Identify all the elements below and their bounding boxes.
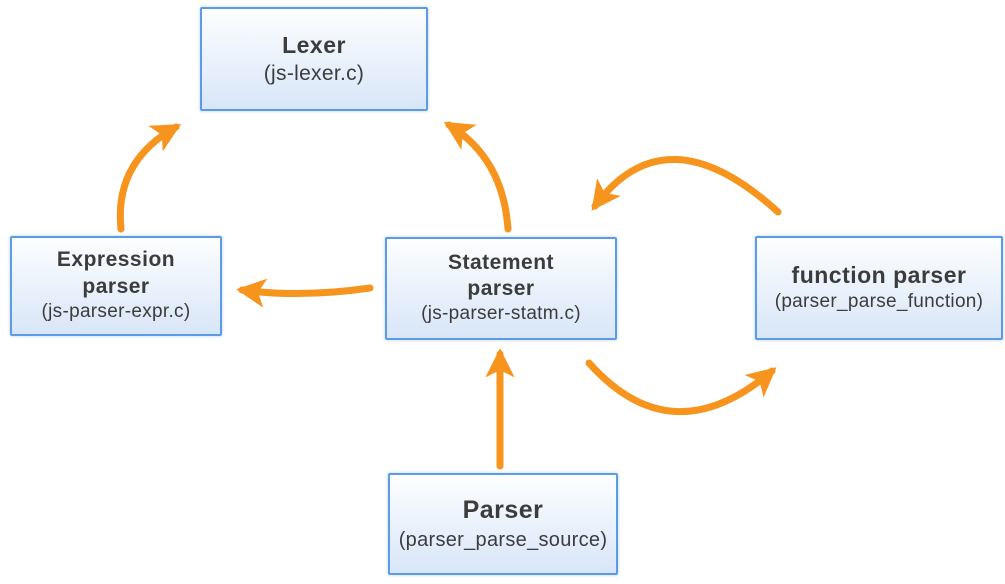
node-lexer-subtitle: (js-lexer.c) <box>263 61 365 85</box>
node-parser-title: Parser <box>462 496 544 525</box>
node-function-parser-title: function parser <box>791 262 967 289</box>
edge-statement-parser-to-lexer-arrow <box>443 121 512 233</box>
node-function-parser: function parser (parser_parse_function) <box>755 236 1003 340</box>
node-statement-parser-subtitle: (js-parser-statm.c) <box>421 303 581 325</box>
node-expression-parser-title-line1: Expression <box>56 248 176 272</box>
node-statement-parser: Statement parser (js-parser-statm.c) <box>385 237 617 340</box>
node-lexer: Lexer (js-lexer.c) <box>200 7 428 111</box>
edge-statement-parser-to-expression-parser-arrow <box>236 278 374 308</box>
edge-statement-parser-to-function-parser-arrow <box>585 359 777 415</box>
edge-function-parser-to-statement-parser-arrow <box>591 156 782 216</box>
node-statement-parser-title-line1: Statement <box>447 250 555 274</box>
node-parser-subtitle: (parser_parse_source) <box>398 528 608 551</box>
node-expression-parser-title-line2: parser <box>82 274 150 298</box>
node-lexer-title: Lexer <box>282 31 346 58</box>
node-statement-parser-title-line2: parser <box>467 277 535 301</box>
node-expression-parser: Expression parser (js-parser-expr.c) <box>10 236 222 336</box>
edge-expression-parser-to-lexer-arrow <box>116 123 182 233</box>
node-expression-parser-subtitle: (js-parser-expr.c) <box>41 300 191 322</box>
node-parser: Parser (parser_parse_source) <box>388 473 618 575</box>
node-function-parser-subtitle: (parser_parse_function) <box>774 291 984 313</box>
